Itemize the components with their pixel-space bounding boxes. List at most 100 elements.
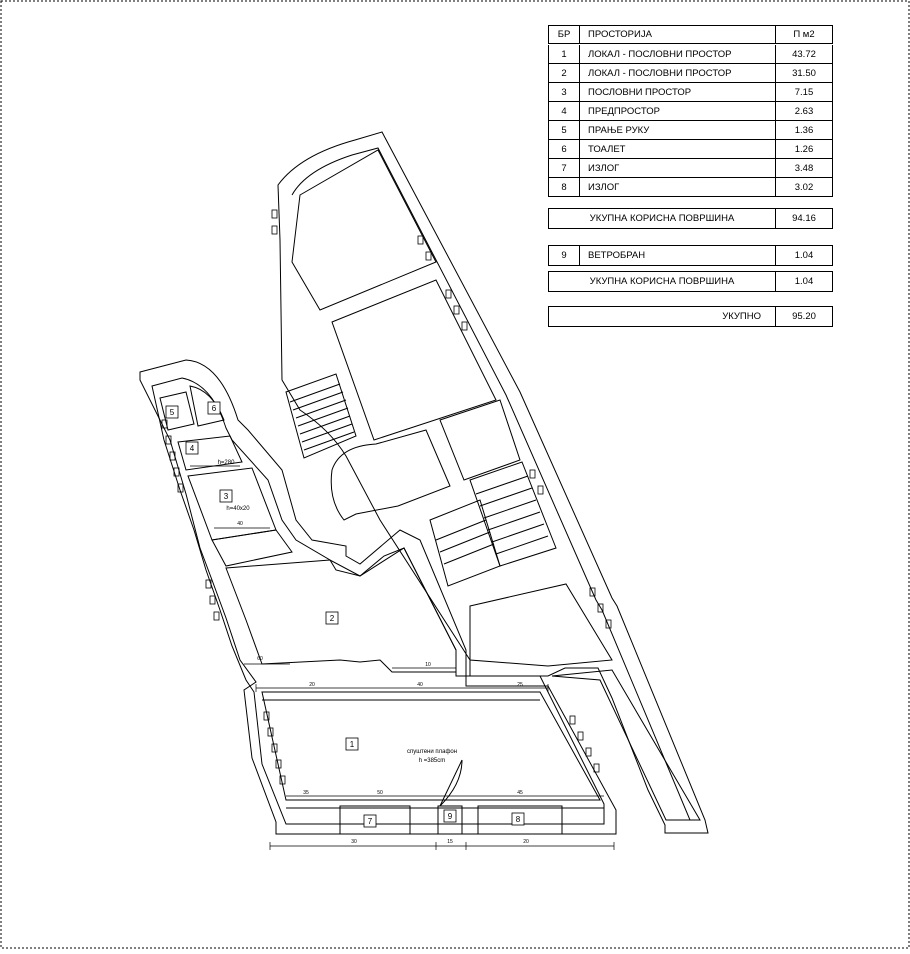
lower-right-room: [469, 583, 613, 667]
row-area: 2.63: [794, 105, 814, 117]
dimension-lines: [190, 465, 615, 850]
dim-11: 10: [425, 662, 431, 668]
dim-1: 20: [309, 682, 315, 688]
tag-box-3: [219, 489, 233, 503]
tag-box-8: [511, 812, 525, 826]
grand-total-value: 95.20: [792, 311, 816, 322]
stair-treads-2: [475, 475, 549, 555]
total-label: УКУПНА КОРИСНА ПОВРШИНА: [549, 272, 776, 291]
dimension-labels: 20 40 25 30 15 20 35 50 45 60 10 40: [237, 521, 529, 845]
table-row: 4 ПРЕДПРОСТОР 2.63: [548, 102, 833, 121]
row-no: 9: [549, 246, 580, 265]
table-row: 7 ИЗЛОГ 3.48: [548, 159, 833, 178]
stair-room-mid: [331, 279, 497, 441]
row-room: ИЗЛОГ: [580, 159, 776, 177]
stair-flight-1: [285, 373, 357, 459]
row-room: ТОАЛЕТ: [580, 140, 776, 158]
row-room: ПРАЊЕ РУКУ: [580, 121, 776, 139]
table-row: 8 ИЗЛОГ 3.02: [548, 178, 833, 197]
stair-landing: [429, 499, 501, 587]
row-area: 1.04: [794, 250, 814, 261]
total-useful-area-1: УКУПНА КОРИСНА ПОВРШИНА 94.16: [548, 208, 833, 229]
tag-box-6: [207, 401, 221, 415]
stair-room-right: [439, 399, 521, 481]
tag-8: 8: [516, 815, 521, 824]
dim-6: 20: [523, 839, 529, 845]
total-useful-area-2: УКУПНА КОРИСНА ПОВРШИНА 1.04: [548, 271, 833, 292]
row-area: 3.48: [794, 162, 814, 174]
total-value: 1.04: [794, 276, 814, 287]
stair-flight-2: [469, 461, 557, 567]
header-room: ПРОСТОРИЈА: [580, 26, 776, 43]
total-value: 94.16: [792, 213, 816, 224]
window-marks: [161, 209, 612, 785]
left-wing-inner: [151, 377, 605, 825]
room1-floor-note: спуштени плафон: [407, 749, 457, 755]
room4-note: h=280: [218, 460, 236, 466]
tag-3: 3: [224, 492, 229, 501]
row-no: 7: [549, 159, 580, 177]
table-header: БР ПРОСТОРИЈА П м2: [548, 25, 833, 44]
header-area: П м2: [793, 29, 815, 40]
room3-height-note: h=40x20: [226, 506, 250, 512]
dim-9: 45: [517, 790, 523, 796]
room-5: [159, 391, 195, 431]
room-1: [261, 691, 601, 801]
row-area: 43.72: [792, 48, 816, 60]
tag-box-1: [345, 737, 359, 751]
stair-room-upper: [291, 149, 437, 311]
left-wing-outline: [139, 359, 617, 835]
room-9: [437, 805, 463, 835]
row-no: 1: [549, 45, 580, 63]
row-no: 8: [549, 178, 580, 196]
row-room: ПРЕДПРОСТОР: [580, 102, 776, 120]
tag-5: 5: [170, 408, 175, 417]
row-room: ИЗЛОГ: [580, 178, 776, 196]
dim-5: 15: [447, 839, 453, 845]
tag-4: 4: [190, 444, 195, 453]
room-tags: [165, 401, 525, 828]
table-row: 3 ПОСЛОВНИ ПРОСТОР 7.15: [548, 83, 833, 102]
room-6: [189, 385, 225, 427]
row-area: 7.15: [794, 86, 814, 98]
tag-box-9: [443, 809, 457, 823]
dim-12: 40: [237, 521, 243, 527]
room1-height-note: h =385cm: [419, 758, 446, 764]
room-8: [477, 805, 563, 835]
tag-box-7: [363, 814, 377, 828]
row-room: ПОСЛОВНИ ПРОСТОР: [580, 83, 776, 101]
dim-2: 40: [417, 682, 423, 688]
dim-3: 25: [517, 682, 523, 688]
curved-core: [330, 429, 451, 521]
lower-right-wing: [551, 669, 701, 821]
tag-box-2: [325, 611, 339, 625]
tag-box-5: [165, 405, 179, 419]
tag-1: 1: [350, 740, 355, 749]
row-area: 31.50: [792, 67, 816, 79]
row-room: ЛОКАЛ - ПОСЛОВНИ ПРОСТОР: [580, 45, 776, 63]
table-row: 2 ЛОКАЛ - ПОСЛОВНИ ПРОСТОР 31.50: [548, 64, 833, 83]
grand-total-label: УКУПНО: [549, 307, 776, 326]
room-4: [177, 435, 243, 471]
table-row: 1 ЛОКАЛ - ПОСЛОВНИ ПРОСТОР 43.72: [548, 45, 833, 64]
right-wing-outline: [277, 131, 709, 834]
dim-4: 30: [351, 839, 357, 845]
tag-6: 6: [212, 404, 217, 413]
dim-8: 50: [377, 790, 383, 796]
row-area: 1.26: [794, 143, 814, 155]
row-area: 1.36: [794, 124, 814, 136]
windbreak-row: 9 ВЕТРОБРАН 1.04: [548, 245, 833, 266]
dim-10: 60: [257, 656, 263, 662]
room-2: [225, 547, 457, 673]
grand-total: УКУПНО 95.20: [548, 306, 833, 327]
stair-treads-3: [435, 519, 495, 565]
room-7: [339, 805, 411, 835]
tag-2: 2: [330, 614, 335, 623]
room-3: [187, 467, 277, 541]
header-no: БР: [549, 26, 580, 43]
total-label: УКУПНА КОРИСНА ПОВРШИНА: [549, 209, 776, 228]
row-room: ВЕТРОБРАН: [580, 246, 776, 265]
